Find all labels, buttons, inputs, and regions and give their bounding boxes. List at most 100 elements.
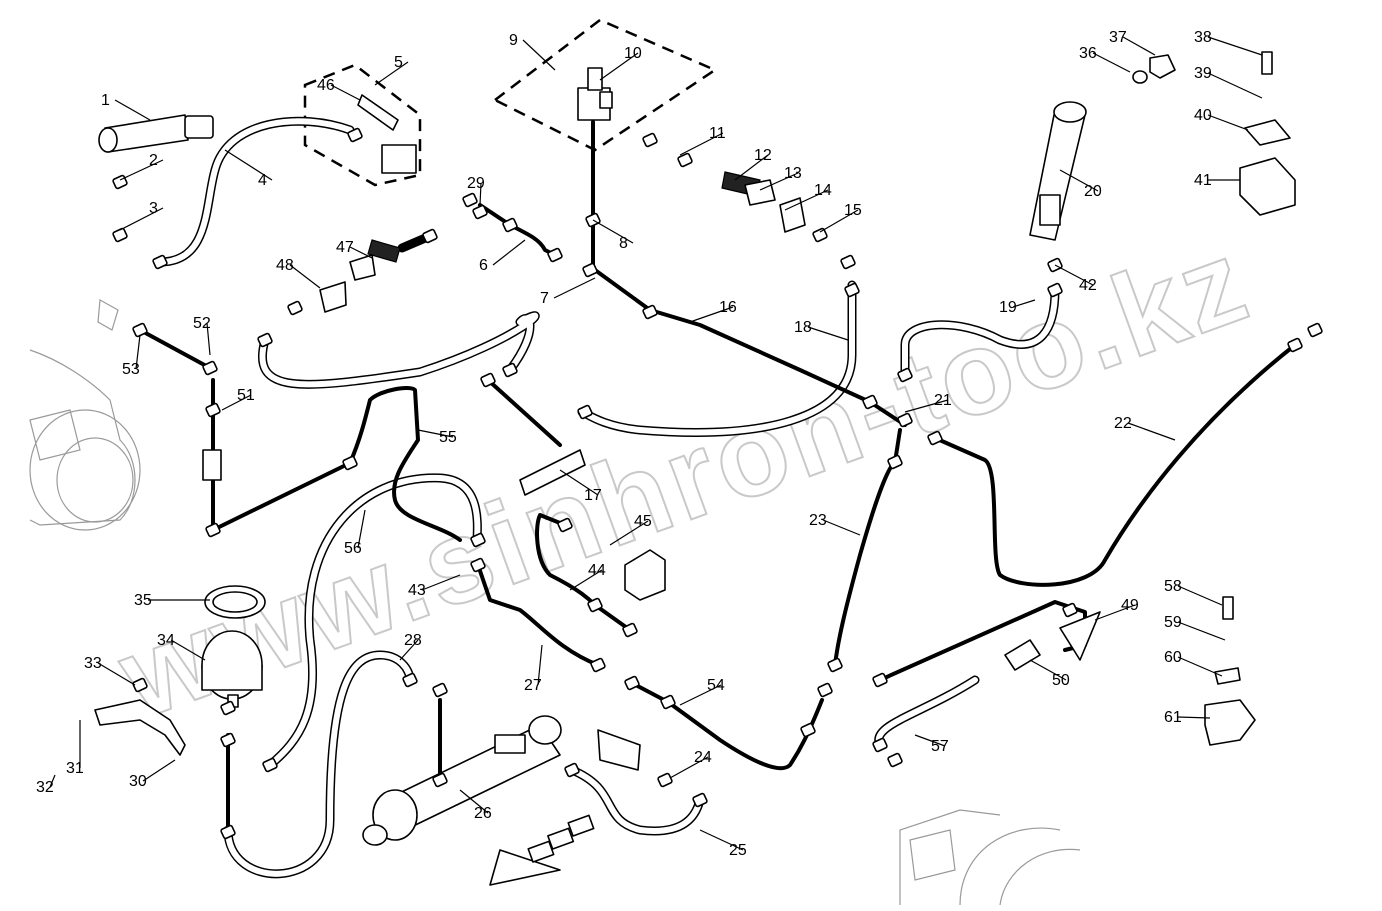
leader-line-44: [569, 569, 603, 591]
callout-label-10: 10: [624, 45, 642, 62]
fitting-30: [342, 455, 358, 471]
fitting-45: [1062, 602, 1078, 618]
callout-label-15: 15: [844, 202, 862, 219]
leader-line-58: [1177, 585, 1223, 606]
callout-label-37: 37: [1109, 29, 1127, 46]
callout-label-38: 38: [1194, 29, 1212, 46]
callout-label-2: 2: [149, 152, 158, 169]
leader-line-6: [492, 239, 526, 266]
callout-label-6: 6: [479, 257, 488, 274]
leader-line-60: [1177, 656, 1223, 677]
pipes: [138, 120, 1297, 832]
fitting-33: [557, 517, 573, 533]
fitting-46: [262, 757, 278, 773]
fitting-35: [587, 597, 603, 613]
fitting-25: [257, 332, 273, 348]
callout-label-5: 5: [394, 54, 403, 71]
fitting-5: [472, 204, 488, 220]
callout-label-27: 27: [524, 677, 542, 694]
leader-line-14: [784, 189, 829, 211]
part-40-plate: [1244, 119, 1291, 146]
callout-label-9: 9: [509, 32, 518, 49]
part-1-pin: [98, 114, 214, 153]
leader-line-15: [819, 209, 859, 233]
leader-line-54: [679, 684, 722, 706]
leader-line-10: [599, 52, 639, 81]
leader-line-27: [537, 644, 543, 686]
callout-label-53: 53: [122, 361, 140, 378]
fitting-48: [220, 824, 236, 840]
callout-label-22: 22: [1114, 415, 1132, 432]
callouts: 1234567891011121314151617181920212223242…: [36, 29, 1263, 859]
callout-label-32: 32: [36, 779, 54, 796]
part-20-cylinder: [1029, 101, 1087, 241]
leader-line-19: [1012, 299, 1036, 308]
leader-line-11: [679, 132, 724, 156]
fitting-24: [1307, 322, 1323, 338]
leader-line-56: [357, 509, 366, 549]
leader-line-52: [206, 322, 211, 356]
leader-line-36: [1092, 52, 1131, 73]
leader-line-33: [97, 662, 136, 686]
callout-label-41: 41: [1194, 172, 1212, 189]
fitting-19: [887, 454, 903, 470]
callout-label-31: 31: [66, 760, 84, 777]
callout-label-4: 4: [258, 172, 267, 189]
fitting-58: [202, 360, 218, 376]
callout-label-16: 16: [719, 299, 737, 316]
leader-line-55: [417, 429, 454, 438]
callout-label-25: 25: [729, 842, 747, 859]
fitting-7: [547, 247, 563, 263]
leader-line-28: [399, 639, 419, 661]
fitting-1: [112, 227, 128, 243]
callout-label-33: 33: [84, 655, 102, 672]
part-50-filter-right: [1004, 639, 1041, 671]
callout-label-21: 21: [934, 392, 952, 409]
fitting-39: [800, 722, 816, 738]
callout-label-48: 48: [276, 257, 294, 274]
leader-line-29: [479, 182, 482, 206]
callout-label-1: 1: [101, 92, 110, 109]
callout-label-56: 56: [344, 540, 362, 557]
leader-line-13: [759, 172, 799, 191]
fitting-52: [564, 762, 580, 778]
fitting-49: [402, 672, 418, 688]
callout-label-18: 18: [794, 319, 812, 336]
right-axle-outline: [899, 809, 1081, 906]
leader-line-1: [114, 99, 151, 121]
leader-line-51: [221, 394, 252, 411]
leader-line-24: [669, 756, 709, 779]
callout-label-20: 20: [1084, 183, 1102, 200]
part-30-bracket: [94, 699, 186, 756]
fitting-6: [502, 217, 518, 233]
leader-line-37: [1122, 36, 1156, 56]
fitting-22: [897, 367, 913, 383]
leader-line-45: [609, 520, 649, 546]
callout-label-12: 12: [754, 147, 772, 164]
fitting-16: [862, 394, 878, 410]
callout-label-36: 36: [1079, 45, 1097, 62]
callout-label-52: 52: [193, 315, 211, 332]
part-49-bracket: [1059, 611, 1101, 661]
hoses: [155, 116, 1060, 879]
leader-line-46: [330, 84, 361, 101]
leader-line-30: [142, 759, 176, 782]
fitting-17: [897, 412, 913, 428]
leader-line-38: [1207, 36, 1263, 56]
fitting-40: [827, 657, 843, 673]
fitting-18: [927, 430, 943, 446]
callout-label-44: 44: [588, 562, 606, 579]
leader-line-32: [49, 774, 56, 788]
part-45-block: [624, 549, 666, 601]
fitting-37: [624, 675, 640, 691]
leader-line-50: [1029, 659, 1067, 681]
callout-label-14: 14: [814, 182, 832, 199]
leader-line-5: [374, 61, 409, 86]
leader-line-12: [734, 154, 769, 181]
callout-label-34: 34: [157, 632, 175, 649]
callout-label-46: 46: [317, 77, 335, 94]
callout-label-42: 42: [1079, 277, 1097, 294]
leader-line-43: [421, 574, 461, 591]
part-41-clamp: [1239, 157, 1296, 216]
components: [94, 51, 1296, 886]
